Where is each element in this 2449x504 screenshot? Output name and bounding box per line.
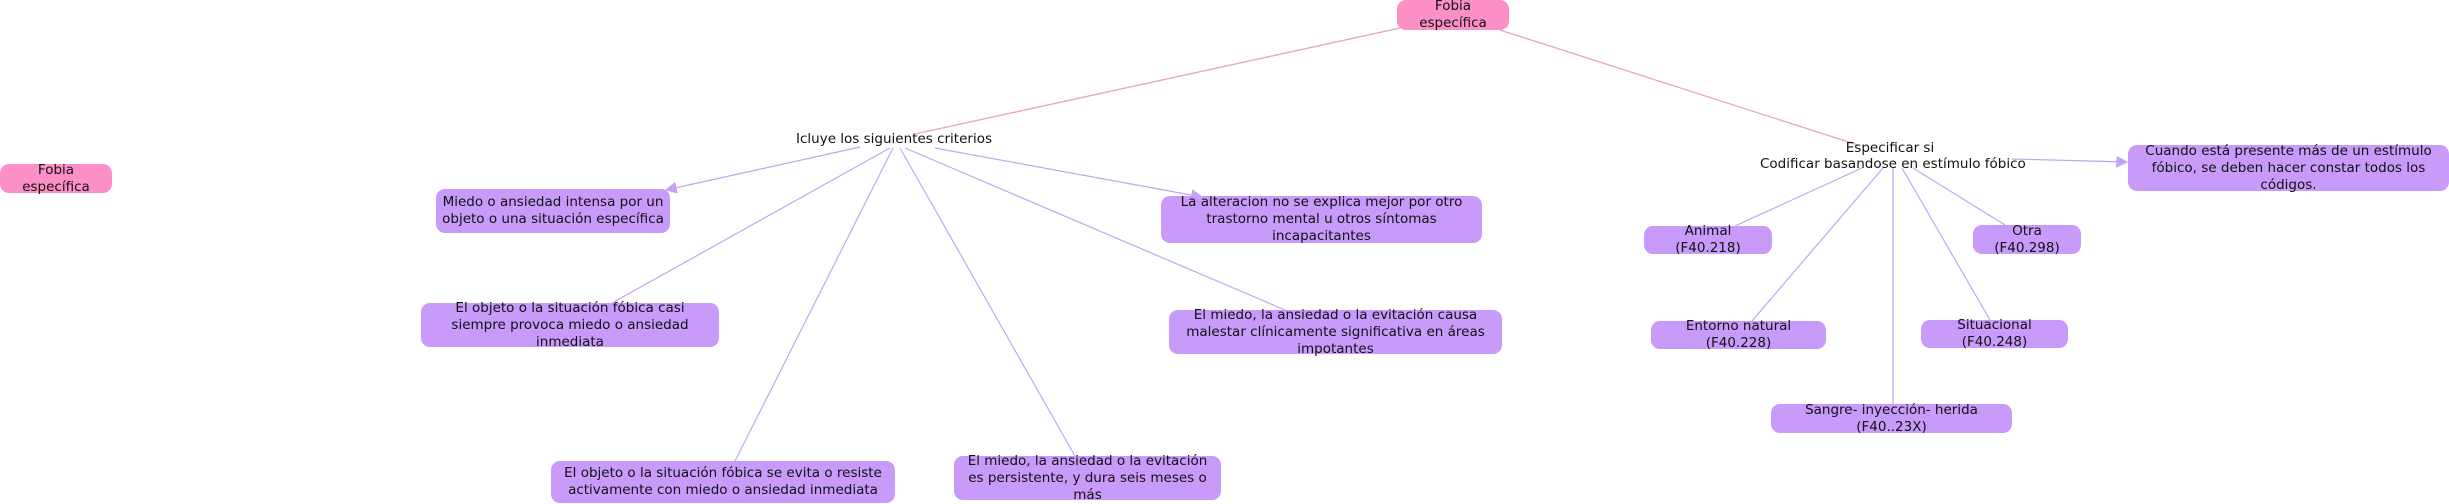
link-criteria-6: [899, 147, 1076, 457]
specifier-note-node[interactable]: Cuando está presente más de un estímulo …: [2128, 143, 2449, 193]
specifier-node-sangre[interactable]: Sangre- inyección- herida (F40..23X): [1771, 402, 2012, 435]
link-spec-otra: [1912, 167, 2006, 226]
specifier-node-situacional[interactable]: Situacional (F40.248): [1921, 317, 2068, 350]
link-criteria-4: [904, 147, 1286, 311]
criterion-node[interactable]: El miedo, la ansiedad o la evitación es …: [954, 453, 1221, 503]
criterion-node[interactable]: El miedo, la ansiedad o la evitación cau…: [1169, 307, 1502, 357]
link-criteria-3: [611, 147, 891, 304]
specifier-node-otra[interactable]: Otra (F40.298): [1973, 223, 2081, 256]
criterion-node[interactable]: La alteracion no se explica mejor por ot…: [1161, 194, 1482, 244]
specifiers-line-1: Especificar si: [1845, 140, 1935, 156]
criterion-node[interactable]: Miedo o ansiedad intensa por un objeto o…: [436, 189, 670, 233]
link-spec-entorno: [1751, 167, 1884, 322]
specifiers-linking-phrase: Especificar si Codificar basandose en es…: [1760, 140, 2026, 172]
link-criteria-2: [934, 147, 1204, 201]
specifiers-line-2: Codificar basandose en estímulo fóbico: [1760, 156, 2026, 172]
link-spec-animal: [1734, 167, 1863, 227]
criteria-linking-phrase: Icluye los siguientes criterios: [796, 131, 992, 147]
link-spec-situacional: [1901, 167, 1991, 321]
criterion-node[interactable]: El objeto o la situación fóbica casi sie…: [421, 300, 719, 350]
link-criteria-5: [734, 147, 894, 462]
root-node[interactable]: Fobia específica: [1397, 0, 1509, 31]
link-root-criteria: [914, 27, 1401, 135]
link-spec-note: [2011, 155, 2129, 168]
side-root-node[interactable]: Fobia específica: [0, 162, 112, 195]
link-criteria-1: [664, 146, 861, 194]
link-root-specifiers: [1499, 29, 1859, 146]
specifier-node-entorno[interactable]: Entorno natural (F40.228): [1651, 318, 1826, 351]
specifier-node-animal[interactable]: Animal (F40.218): [1644, 223, 1772, 256]
criterion-node[interactable]: El objeto o la situación fóbica se evita…: [551, 461, 895, 503]
